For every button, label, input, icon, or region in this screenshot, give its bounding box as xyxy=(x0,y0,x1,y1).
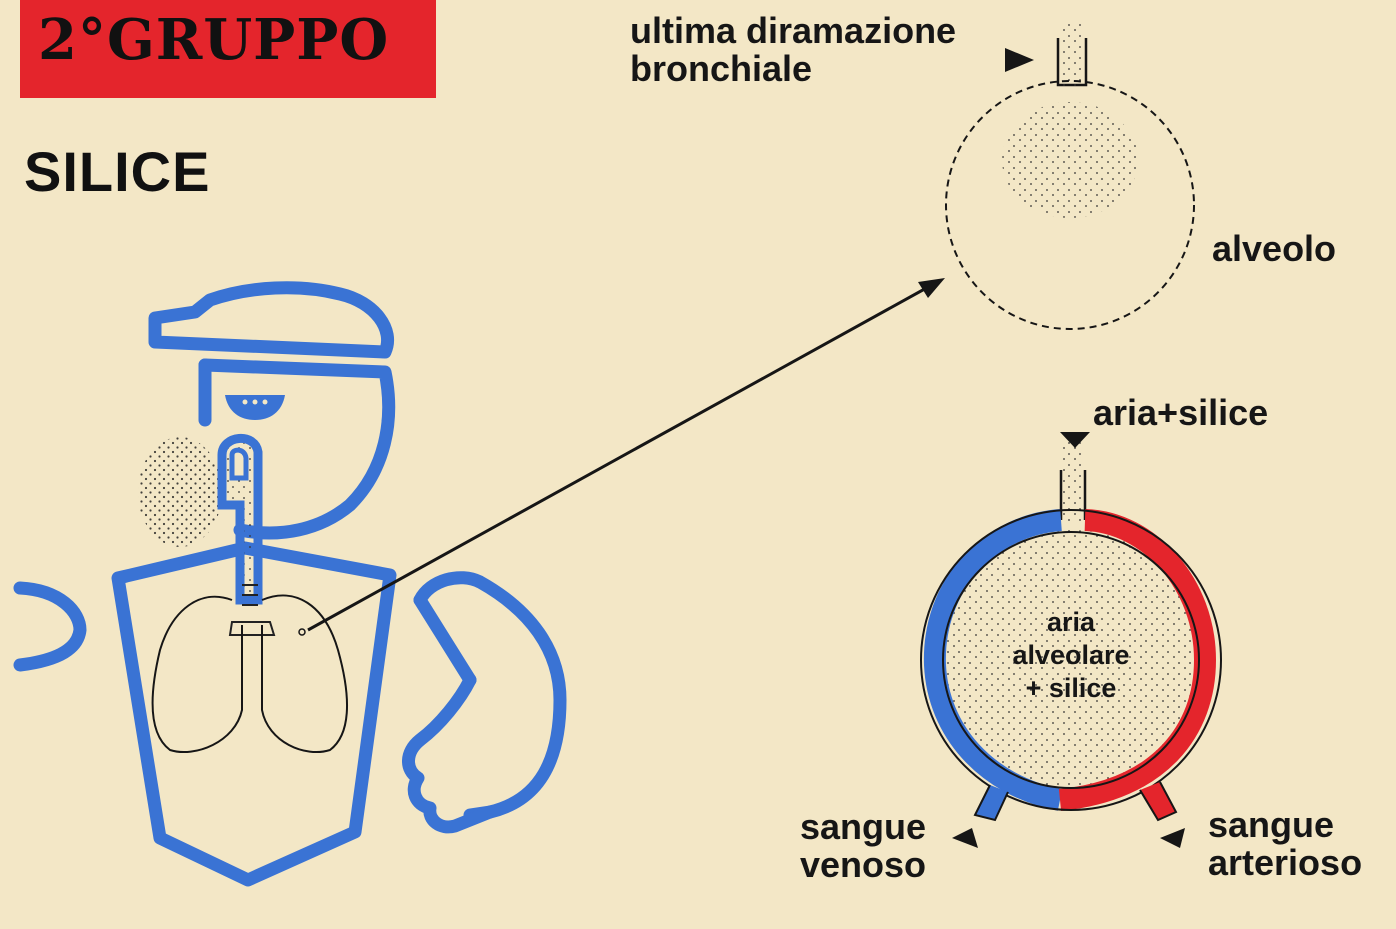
label-alveolar-air-line3: + silice xyxy=(996,672,1146,705)
trachea xyxy=(222,438,258,600)
label-arterial-blood: sangue arterioso xyxy=(1208,806,1362,882)
label-last-bronchial-branch: ultima diramazione bronchiale xyxy=(630,12,956,88)
label-alveolar-air-line2: alveolare xyxy=(996,639,1146,672)
lungs xyxy=(153,595,347,752)
label-alveolar-air-line1: aria xyxy=(996,606,1146,639)
arterial-arrow-icon xyxy=(1160,828,1185,848)
label-last-bronchial-branch-line1: ultima diramazione xyxy=(630,12,956,50)
helmet xyxy=(155,288,388,352)
label-venous-blood: sangue venoso xyxy=(800,808,926,884)
label-venous-blood-line2: venoso xyxy=(800,846,926,884)
left-arm xyxy=(20,588,80,665)
label-last-bronchial-branch-line2: bronchiale xyxy=(630,50,956,88)
right-arm xyxy=(420,578,560,815)
bronchial-pointer-icon xyxy=(1005,48,1034,72)
label-arterial-blood-line2: arterioso xyxy=(1208,844,1362,882)
hand xyxy=(408,680,490,827)
alveolus-upper xyxy=(946,20,1194,329)
zoom-arrow xyxy=(308,278,945,630)
label-venous-blood-line1: sangue xyxy=(800,808,926,846)
label-alveolar-air: aria alveolare + silice xyxy=(996,606,1146,705)
venous-arrow-icon xyxy=(952,828,978,848)
mouth-icon xyxy=(225,395,285,420)
label-arterial-blood-line1: sangue xyxy=(1208,806,1362,844)
label-alveolus: alveolo xyxy=(1212,230,1336,268)
worker-figure xyxy=(20,288,560,880)
dust-cloud xyxy=(138,437,222,547)
label-air-plus-silica: aria+silice xyxy=(1093,394,1268,432)
